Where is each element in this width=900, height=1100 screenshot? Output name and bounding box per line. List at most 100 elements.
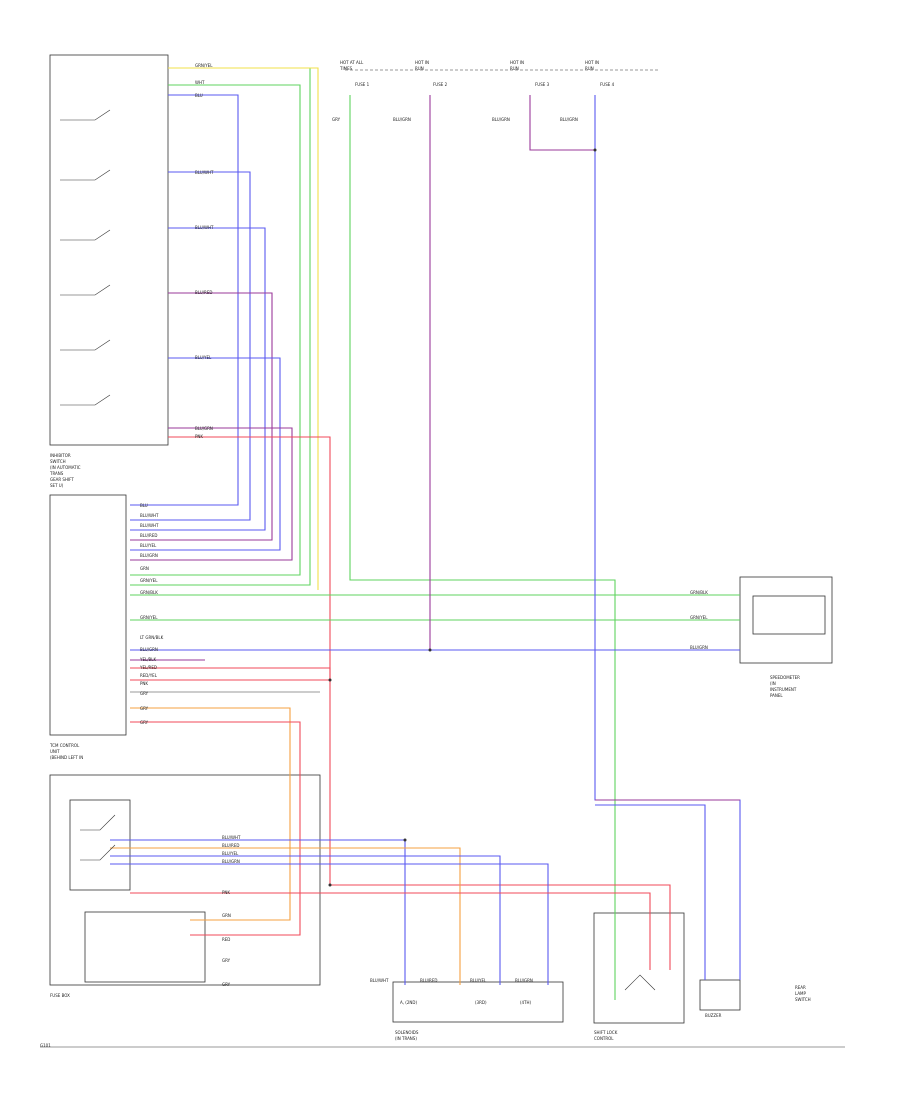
- speedo-caption-3: INSTRUMENT: [770, 687, 797, 692]
- speedometer-box: [739, 576, 833, 664]
- tcm-pin-12: LT GRN/BLK: [140, 635, 164, 640]
- buzzer-box: [699, 979, 741, 1011]
- inhibitor-switch-box: [49, 54, 169, 446]
- top-wire-6: BLU/RED: [195, 290, 213, 295]
- bottom-wire-6: GRN: [222, 913, 231, 918]
- fuse-3-label-2: RUN: [510, 66, 519, 71]
- tcm-pin-13: BLU/GRN: [140, 647, 158, 652]
- tcm-pin-18: GRY: [140, 691, 149, 696]
- ground-label: G101: [40, 1043, 51, 1048]
- fuse-3-id: FUSE 3: [535, 82, 550, 87]
- tcm-pin-7: GRN: [140, 566, 149, 571]
- bottom-wire-3: BLU/YEL: [222, 851, 239, 856]
- speedometer-inner: [752, 595, 826, 635]
- fuse-2-id: FUSE 2: [433, 82, 448, 87]
- bottom-wire-9: GRY: [222, 982, 231, 987]
- solenoids-caption-2: (IN TRANS): [395, 1036, 417, 1041]
- top-wire-5: BLU/WHT: [195, 225, 214, 230]
- bottom-wire-5: PNK: [222, 890, 231, 895]
- tcm-pin-10: GRN/YEL: [140, 615, 158, 620]
- fuse-1-name: FUSE 1: [355, 82, 369, 87]
- fuse-2-line1: HOT IN: [415, 60, 430, 65]
- tcm-pin-8: GRN/YEL: [140, 578, 158, 583]
- solenoid-wire-4: BLU/GRN: [515, 978, 533, 983]
- top-wire-3: BLU: [195, 93, 203, 98]
- fuse-2-name: FUSE 2: [433, 82, 447, 87]
- junction-dots: [328, 148, 597, 887]
- inhibitor-caption-2: SWITCH: [50, 459, 66, 464]
- solenoid-wire-3: BLU/YEL: [470, 978, 487, 983]
- solenoid-name-1: A, (2ND): [400, 1000, 418, 1005]
- inhibitor-caption-4: TRANS: [50, 471, 64, 476]
- tcm-pin-3: BLU/WHT: [140, 523, 159, 528]
- top-wire-1: GRN/YEL: [195, 63, 213, 68]
- fuse-1-line2: TIMES: [340, 66, 353, 71]
- fuse-4-id: FUSE 4: [600, 82, 615, 87]
- speedo-wire-1: GRN/BLK: [690, 590, 708, 595]
- tcm-caption-3: (BEHIND LEFT IN: [50, 755, 84, 760]
- top-wire-4: BLU/WHT: [195, 170, 214, 175]
- fuse-box-caption: FUSE BOX: [50, 993, 70, 998]
- shift-lock-caption-1: SHIFT LOCK: [594, 1030, 618, 1035]
- solenoid-wire-2: BLU/RED: [420, 978, 438, 983]
- solenoid-wire-1: BLU/WHT: [370, 978, 389, 983]
- fuse-4-name: FUSE 4: [600, 82, 614, 87]
- tcm-pin-2: BLU/WHT: [140, 513, 159, 518]
- rear-lamp-caption-1: REAR: [795, 985, 806, 990]
- wires: [110, 67, 741, 1000]
- solenoids-caption-1: SOLENOIDS: [395, 1030, 419, 1035]
- bottom-wire-1: BLU/WHT: [222, 835, 241, 840]
- component-outlines: [49, 54, 833, 1024]
- fuse-2-line2: RUN: [415, 66, 424, 71]
- fuse-4-line2: RUN: [585, 66, 594, 71]
- fuse-3-line1: HOT IN: [510, 60, 525, 65]
- speedo-wire-2: GRN/YEL: [690, 615, 708, 620]
- tcm-box: [49, 494, 127, 736]
- solenoid-name-2: (3RD): [475, 1000, 487, 1005]
- tcm-pin-16: RED/YEL: [140, 673, 157, 678]
- tcm-caption-1: TCM CONTROL: [50, 743, 80, 748]
- top-wire-9: PNK: [195, 434, 204, 439]
- inhibitor-caption-1: INHIBITOR: [50, 453, 71, 458]
- fuse-2-label-2: RUN: [415, 66, 424, 71]
- speedo-caption-4: PANEL: [770, 693, 783, 698]
- bottom-wire-4: BLU/GRN: [222, 859, 240, 864]
- fuse-3-line2: RUN: [510, 66, 519, 71]
- rear-lamp-caption-2: LAMP: [795, 991, 806, 996]
- fuse-1-label: HOT AT ALL: [340, 60, 363, 65]
- fuse-wire-1: GRY: [332, 117, 341, 122]
- top-wire-8: BLU/GRN: [195, 426, 213, 431]
- fuse-box-box: [49, 774, 321, 986]
- rear-lamp-caption-3: SWITCH: [795, 997, 811, 1002]
- inhibitor-caption-6: SET U): [50, 483, 64, 488]
- fuse-1-id: FUSE 1: [355, 82, 370, 87]
- shift-lock-box: [593, 912, 685, 1024]
- bottom-wire-8: GRY: [222, 958, 231, 963]
- fuse-inner-box-2: [84, 911, 206, 983]
- solenoid-name-3: (4TH): [520, 1000, 532, 1005]
- fuse-inner-box: [69, 799, 131, 891]
- tcm-pin-1: BLU: [140, 503, 148, 508]
- shift-lock-caption-2: CONTROL: [594, 1036, 614, 1041]
- fuse-wire-3: BLU/GRN: [492, 117, 510, 122]
- tcm-pin-15: YEL/RED: [140, 665, 157, 670]
- top-wire-2: WHT: [195, 80, 205, 85]
- tcm-pin-4: BLU/RED: [140, 533, 158, 538]
- tcm-pin-6: BLU/GRN: [140, 553, 158, 558]
- top-wire-7: BLU/YEL: [195, 355, 212, 360]
- fuse-wire-4: BLU/GRN: [560, 117, 578, 122]
- tcm-pin-17: PNK: [140, 681, 149, 686]
- tcm-caption-2: UNIT: [50, 749, 60, 754]
- tcm-pin-9: GRN/BLK: [140, 590, 158, 595]
- fuse-wire-2: BLU/GRN: [393, 117, 411, 122]
- fuse-1-line1: HOT AT ALL: [340, 60, 364, 65]
- fuse-4-line1: HOT IN: [585, 60, 600, 65]
- tcm-pin-14: YEL/BLK: [140, 657, 157, 662]
- fuse-3-name: FUSE 3: [535, 82, 549, 87]
- inhibitor-caption-5: GEAR SHIFT: [50, 477, 74, 482]
- bottom-wire-7: RED: [222, 937, 231, 942]
- buzzer-caption: BUZZER: [705, 1013, 722, 1018]
- fuse-4-label: HOT IN: [585, 60, 599, 65]
- tcm-pin-20: GRY: [140, 720, 149, 725]
- speedo-caption-2: (IN: [770, 681, 776, 686]
